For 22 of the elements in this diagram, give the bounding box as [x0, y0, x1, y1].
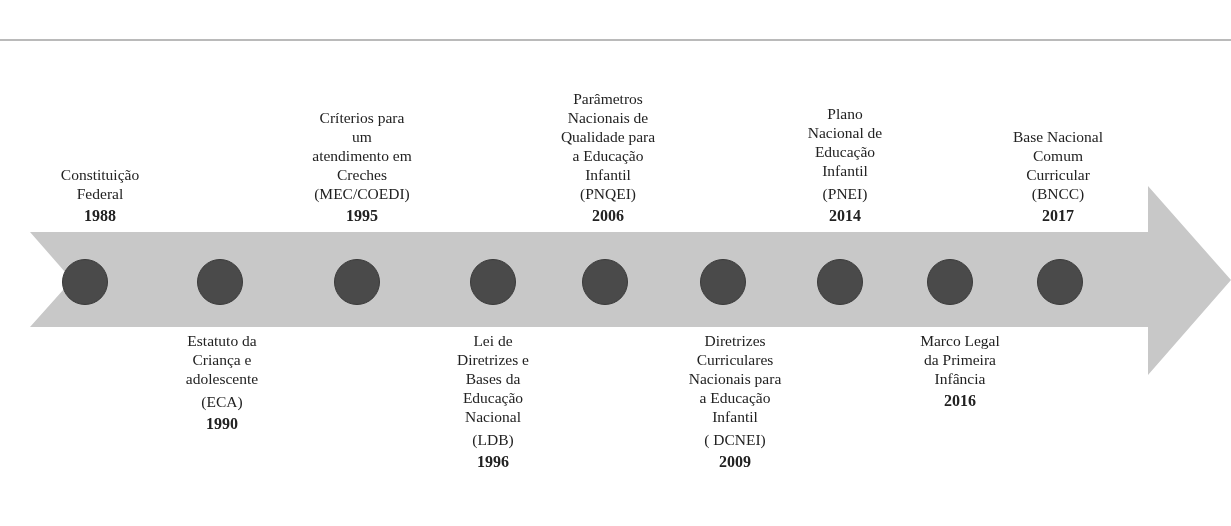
milestone-label: (ECA)	[201, 392, 243, 411]
milestone-label: (PNEI)	[822, 184, 868, 203]
milestone-label: (LDB)	[472, 430, 514, 449]
year-label: 2014	[829, 206, 861, 225]
milestone-label: Base Nacional Comum Curricular (BNCC)	[1013, 127, 1103, 203]
year-label: 1996	[477, 452, 509, 471]
milestone-label: Marco Legal da Primeira Infância	[919, 331, 1001, 388]
milestone-label: Lei de Diretrizes e Bases da Educação Nacional	[456, 331, 530, 426]
milestone-label: Diretrizes Curriculares Nacionais para a Educação Infantil	[687, 331, 783, 426]
year-label: 1988	[84, 206, 116, 225]
milestone-label: Plano Nacional de Educação Infantil	[806, 104, 884, 180]
milestone-label: Parâmetros Nacionais de Qualidade para a Educação Infantil (PNQEI)	[560, 89, 656, 203]
milestone-label: Críterios para um atendimento em Creches (MEC/COEDI)	[312, 108, 412, 203]
year-label: 1990	[206, 414, 238, 433]
milestone-label: Constituição Federal	[59, 165, 141, 203]
milestone-label: Estatuto da Criança e adolescente	[184, 331, 260, 388]
year-label: 2006	[592, 206, 624, 225]
year-label: 2016	[944, 391, 976, 410]
year-label: 1995	[346, 206, 378, 225]
year-label: 2009	[719, 452, 751, 471]
year-label: 2017	[1042, 206, 1074, 225]
milestone-label: ( DCNEI)	[704, 430, 766, 449]
